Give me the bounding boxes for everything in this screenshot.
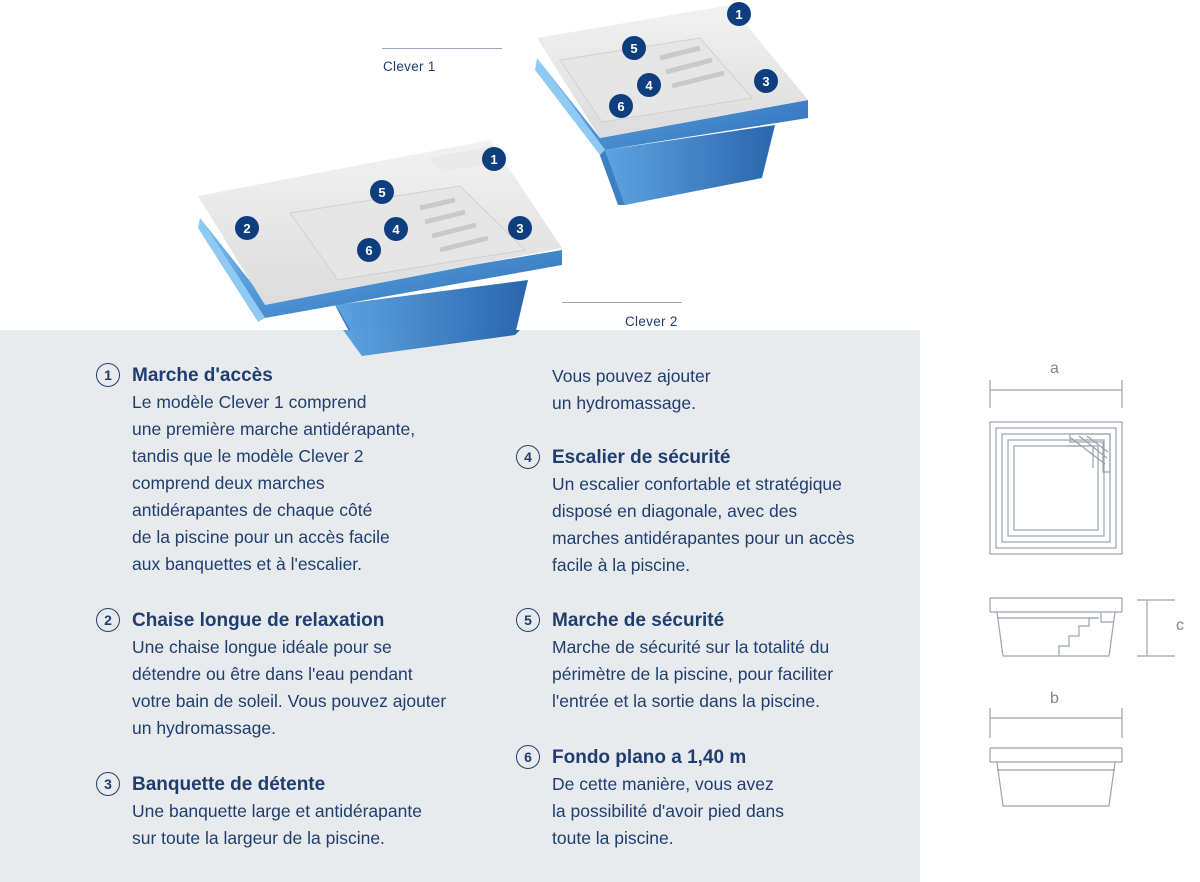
svg-text:4: 4: [645, 78, 653, 93]
feature-4-number: 4: [516, 445, 540, 469]
pool-clever-2-basin: [289, 185, 527, 281]
badge-clever1-4: 4: [637, 73, 661, 97]
feature-6-title: Fondo plano a 1,40 m: [552, 747, 747, 768]
features-panel: [0, 330, 920, 882]
feature-5-desc: Marche de sécurité sur la totalité du pé…: [552, 637, 834, 711]
dim-b-label: b: [1050, 690, 1059, 707]
feature-2-title: Chaise longue de relaxation: [132, 610, 385, 631]
dim-c-label: c: [1176, 617, 1184, 634]
feature-2-desc: Une chaise longue idéale pour se détendr…: [132, 637, 447, 738]
feature-2: 2 Chaise longue de relaxation Une chaise…: [96, 608, 486, 742]
pool-clever-2-stairs: [419, 197, 489, 253]
feature-1-title: Marche d'accès: [132, 365, 273, 386]
svg-text:1: 1: [490, 152, 497, 167]
feature-2-number: 2: [96, 608, 120, 632]
svg-text:3: 3: [762, 74, 769, 89]
feature-5-title: Marche de sécurité: [552, 610, 725, 631]
pool-clever-2-wall-left: [198, 218, 265, 322]
badge-clever2-6: 6: [357, 238, 381, 262]
svg-text:6: 6: [617, 99, 624, 114]
pool-clever-1: [535, 5, 808, 205]
side-view: [989, 597, 1123, 657]
feature-5-number: 5: [516, 608, 540, 632]
feature-3-number: 3: [96, 772, 120, 796]
badge-clever2-4: 4: [384, 217, 408, 241]
clever-2-label: Clever 2: [625, 314, 678, 329]
pool-clever-1-body-side: [598, 150, 625, 205]
feature-4-title: Escalier de sécurité: [552, 447, 731, 468]
feature-1-desc: Le modèle Clever 1 comprend une première…: [132, 392, 416, 574]
badge-clever2-1: 1: [482, 147, 506, 171]
clever-2-leader-line: [562, 302, 682, 303]
pool-clever-1-body: [605, 125, 775, 205]
badge-clever1-5: 5: [622, 36, 646, 60]
feature-3-continued: Vous pouvez ajouter un hydromassage.: [516, 363, 906, 417]
feature-3-continued-desc: Vous pouvez ajouter un hydromassage.: [552, 366, 711, 413]
feature-1: 1 Marche d'accès Le modèle Clever 1 comp…: [96, 363, 486, 578]
dimension-drawings: [989, 380, 1175, 807]
feature-4-desc: Un escalier confortable et stratégique d…: [552, 474, 855, 575]
svg-text:5: 5: [630, 41, 637, 56]
front-view: [989, 747, 1123, 807]
pool-clever-1-wall-left: [535, 58, 605, 155]
plan-view: [989, 421, 1123, 555]
svg-text:3: 3: [516, 221, 523, 236]
clever-1-leader-line: [382, 48, 502, 49]
dim-a-label: a: [1050, 360, 1059, 377]
pool-clever-2-access-step: [430, 146, 500, 172]
feature-5: 5 Marche de sécurité Marche de sécurité …: [516, 608, 906, 715]
svg-text:5: 5: [378, 185, 385, 200]
feature-3: 3 Banquette de détente Une banquette lar…: [96, 772, 486, 852]
badge-clever2-2: 2: [235, 216, 259, 240]
badge-clever1-6: 6: [609, 94, 633, 118]
pool-clever-1-wall-front: [537, 58, 808, 150]
feature-6-desc: De cette manière, vous avez la possibili…: [552, 774, 784, 848]
badge-clever2-5: 5: [370, 180, 394, 204]
feature-1-number: 1: [96, 363, 120, 387]
feature-4: 4 Escalier de sécurité Un escalier confo…: [516, 445, 906, 579]
pool-clever-2-wall-front: [200, 218, 562, 318]
svg-text:6: 6: [365, 243, 372, 258]
feature-6-number: 6: [516, 745, 540, 769]
svg-text:2: 2: [243, 221, 250, 236]
feature-3-desc: Une banquette large et antidérapante sur…: [132, 801, 422, 848]
pool-clever-1-stairs: [659, 45, 725, 89]
badge-clever2-3: 3: [508, 216, 532, 240]
badge-clever1-1: 1: [727, 2, 751, 26]
clever-1-label: Clever 1: [383, 59, 436, 74]
badge-clever1-3: 3: [754, 69, 778, 93]
pool-clever-2-overlap: [343, 330, 520, 356]
feature-6: 6 Fondo plano a 1,40 m De cette manière,…: [516, 745, 906, 852]
svg-text:1: 1: [735, 7, 742, 22]
svg-text:4: 4: [392, 222, 400, 237]
feature-3-title: Banquette de détente: [132, 774, 326, 795]
